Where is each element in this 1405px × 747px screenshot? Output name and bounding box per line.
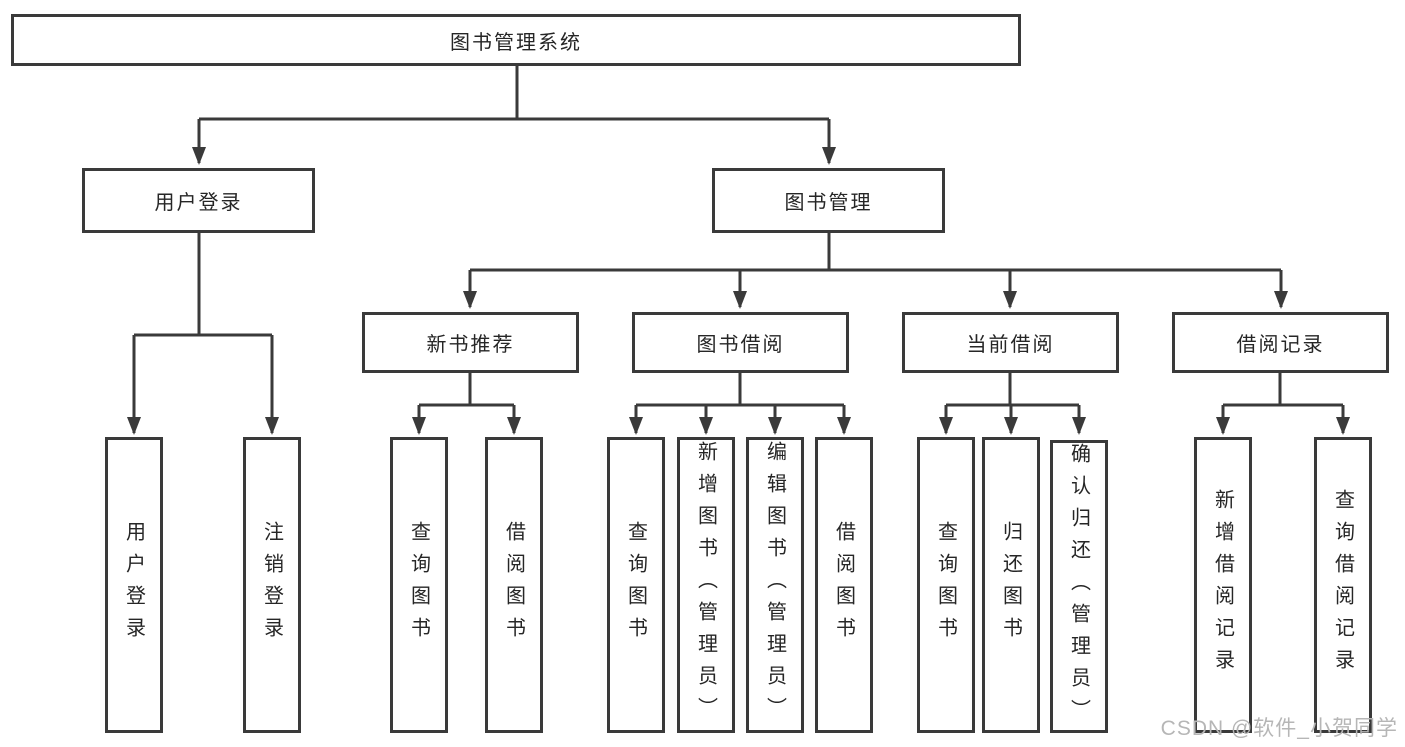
- node-new-book-recommendation: 新书推荐: [362, 312, 579, 373]
- node-query-books-borrowing: 查询图书: [607, 437, 665, 733]
- node-query-books-current: 查询图书: [917, 437, 975, 733]
- node-query-borrow-record: 查询借阅记录: [1314, 437, 1372, 733]
- node-current-borrowing: 当前借阅: [902, 312, 1119, 373]
- node-return-books: 归还图书: [982, 437, 1040, 733]
- node-user-login: 用户登录: [82, 168, 315, 233]
- node-borrow-books-leaf: 借阅图书: [815, 437, 873, 733]
- csdn-watermark: CSDN @软件_小贺同学: [1160, 717, 1398, 740]
- node-borrowing-records: 借阅记录: [1172, 312, 1389, 373]
- node-add-borrow-record: 新增借阅记录: [1194, 437, 1252, 733]
- node-book-management: 图书管理: [712, 168, 945, 233]
- node-query-books-recommend: 查询图书: [390, 437, 448, 733]
- node-edit-book-admin: 编辑图书（管理员）: [746, 437, 804, 733]
- node-borrow-books-recommend: 借阅图书: [485, 437, 543, 733]
- node-user-login-leaf: 用户登录: [105, 437, 163, 733]
- node-add-book-admin: 新增图书（管理员）: [677, 437, 735, 733]
- node-logout-leaf: 注销登录: [243, 437, 301, 733]
- node-library-management-system: 图书管理系统: [11, 14, 1021, 66]
- node-book-borrowing: 图书借阅: [632, 312, 849, 373]
- node-confirm-return-admin: 确认归还（管理员）: [1050, 440, 1108, 733]
